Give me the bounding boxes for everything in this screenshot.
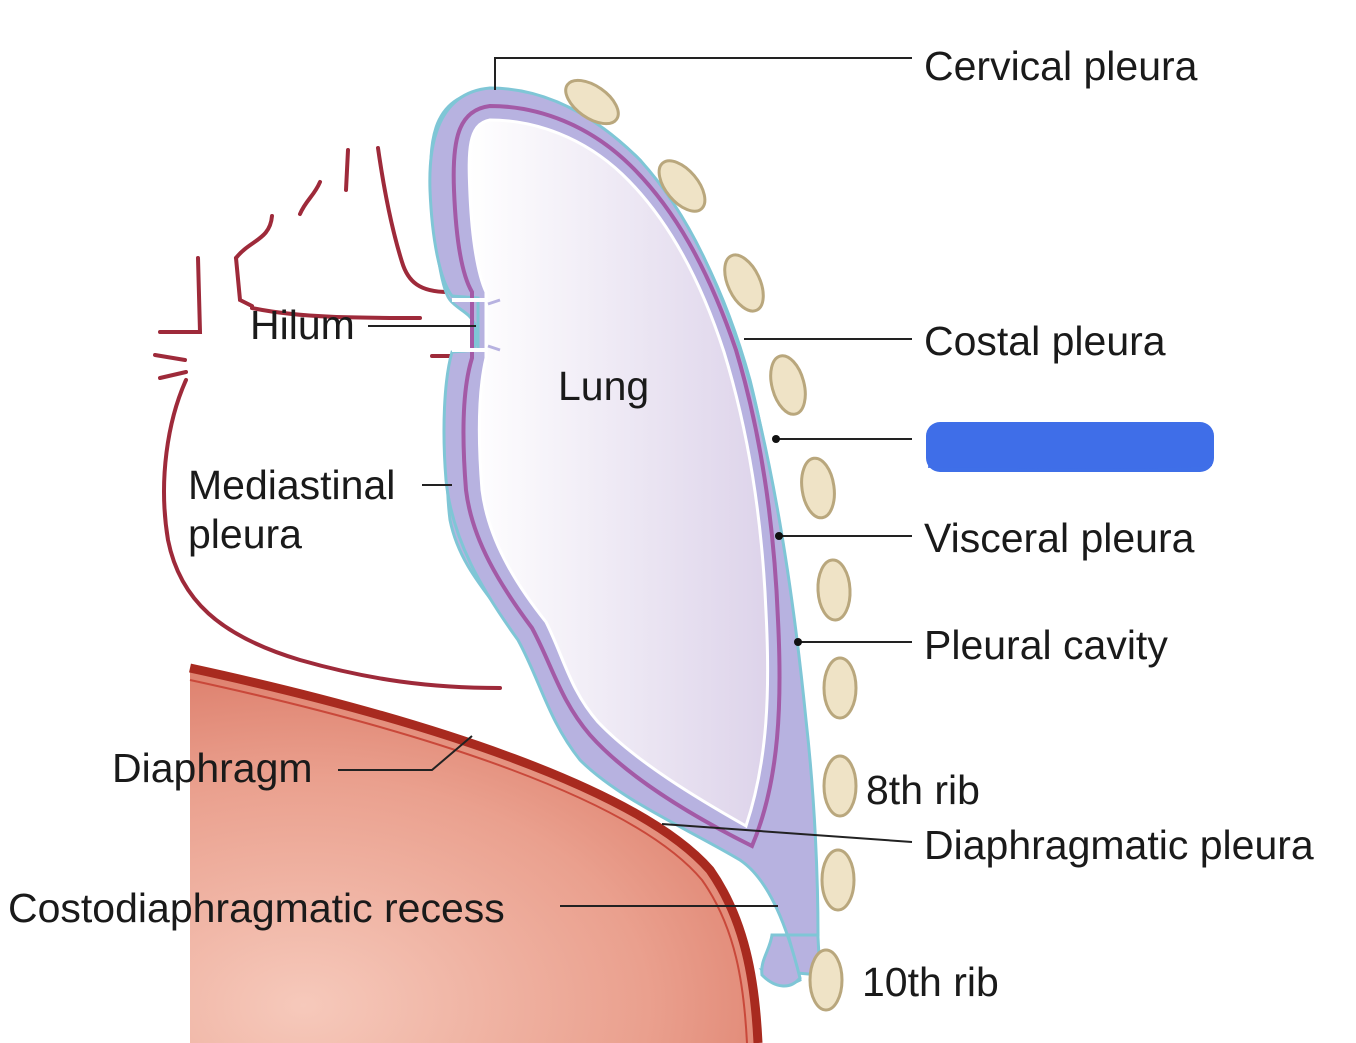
label-mediastinal-pleura-line2: pleura: [188, 511, 302, 557]
rib: [800, 456, 836, 520]
leader-lines: [338, 57, 913, 907]
diaphragm-muscle: [190, 668, 758, 1043]
label-mediastinal-pleura-line1: Mediastinal: [188, 462, 395, 508]
label-hilum: Hilum: [250, 302, 355, 348]
leader-cervical-pleura: [494, 57, 912, 90]
leader-diaphragm: [338, 735, 473, 771]
lung: [467, 118, 770, 829]
rib: [820, 848, 856, 912]
rib: [816, 558, 852, 622]
diaphragm-edge: [189, 663, 763, 1043]
leader-pleural-cavity-dot: [794, 638, 802, 646]
hilum-structure: [452, 298, 501, 352]
rib: [657, 159, 707, 213]
rib: [564, 78, 620, 126]
rib-8th: [822, 754, 858, 818]
rib: [723, 253, 765, 313]
redaction-edge: [928, 422, 1212, 469]
label-costal-pleura: Costal pleura: [924, 318, 1166, 364]
rib: [769, 354, 807, 416]
leader-visceral-pleura-dot: [775, 532, 783, 540]
redaction-scribble: [926, 422, 1214, 472]
leader-diaphragmatic-pleura: [661, 823, 913, 843]
visceral-pleura: [451, 103, 782, 849]
label-10th-rib: 10th rib: [862, 959, 999, 1005]
label-lung: Lung: [558, 363, 649, 409]
label-pleural-cavity: Pleural cavity: [924, 622, 1168, 668]
label-8th-rib: 8th rib: [866, 767, 980, 813]
label-costodiaphragmatic-recess: Costodiaphragmatic recess: [8, 885, 505, 931]
rib-10th: [808, 948, 844, 1012]
diaphragm-edge-inner: [189, 679, 748, 1043]
label-cervical-pleura: Cervical pleura: [924, 43, 1198, 89]
ribs: [564, 78, 858, 1012]
label-diaphragmatic-pleura: Diaphragmatic pleura: [924, 822, 1314, 868]
leader-redacted-dot: [772, 435, 780, 443]
diaphragm: [189, 663, 763, 1043]
label-diaphragm: Diaphragm: [112, 745, 313, 791]
label-visceral-pleura: Visceral pleura: [924, 515, 1195, 561]
rib: [822, 656, 858, 720]
